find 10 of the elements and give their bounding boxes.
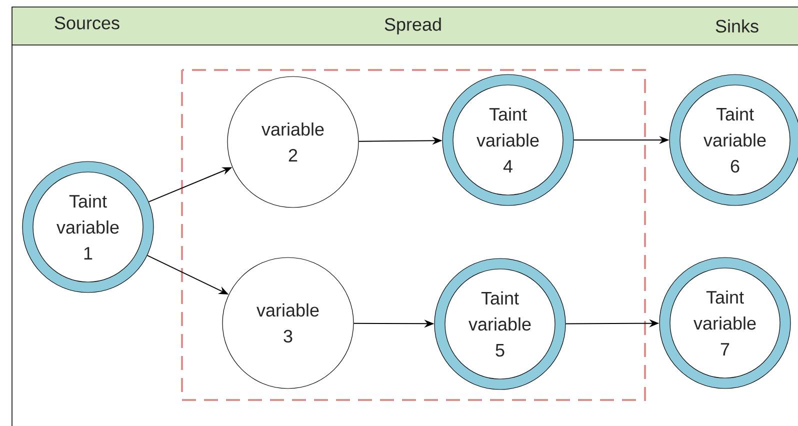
- column-heading: Sinks: [716, 19, 758, 33]
- column-heading: Spread: [384, 18, 441, 34]
- ringed-circle-node: Taint variable 6: [669, 74, 798, 206]
- ringed-circle-node: Taint variable 1: [22, 161, 154, 293]
- ringed-circle-node: Taint variable 7: [659, 257, 791, 389]
- circle-node: variable 2: [227, 76, 359, 208]
- circle-node: variable 3: [222, 257, 354, 389]
- column-heading: Sources: [54, 16, 120, 30]
- ringed-circle-node: Taint variable 4: [442, 74, 574, 206]
- ringed-circle-node: Taint variable 5: [434, 258, 566, 390]
